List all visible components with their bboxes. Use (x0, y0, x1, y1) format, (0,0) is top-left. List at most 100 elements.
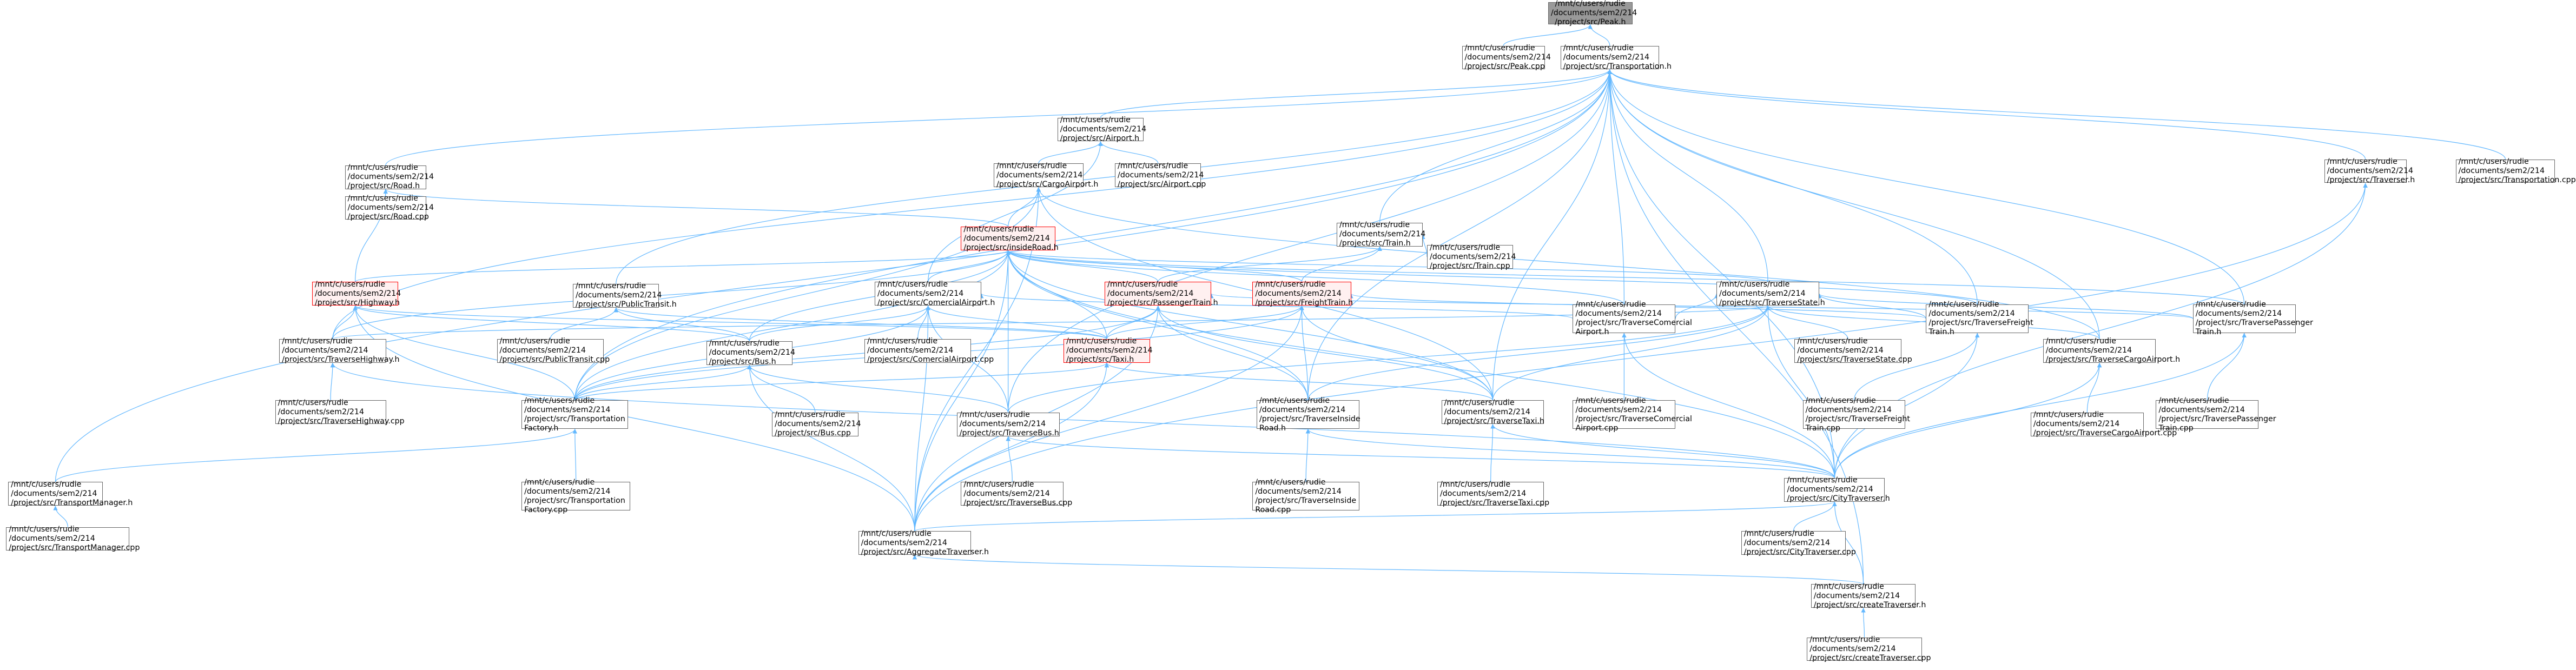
node-label-line: /project/src/TransportManager.h (11, 498, 133, 507)
node-traverser-h[interactable]: /mnt/c/users/rudie/documents/sem2/214/pr… (2324, 157, 2415, 184)
edge-aggregatetraverser_h-to-citytraverser_h (914, 501, 1837, 532)
node-publictransit-h[interactable]: /mnt/c/users/rudie/documents/sem2/214/pr… (572, 282, 677, 309)
node-traversefreighttrain-cpp[interactable]: /mnt/c/users/rudie/documents/sem2/214/pr… (1802, 396, 1910, 433)
node-traverseinsideroad-cpp[interactable]: /mnt/c/users/rudie/documents/sem2/214/pr… (1252, 478, 1359, 514)
node-transportmanager-h[interactable]: /mnt/c/users/rudie/documents/sem2/214/pr… (8, 480, 133, 507)
edge-citytraverser_h-to-traversecargoairport_h (1834, 362, 2102, 478)
edge-traversecomercialairport_h-to-traversestate_h (1675, 294, 1719, 319)
node-label-line: /mnt/c/users/rudie (11, 480, 82, 489)
node-transportationfactory-h[interactable]: /mnt/c/users/rudie/documents/sem2/214/pr… (521, 396, 629, 433)
node-freighttrain-h[interactable]: /mnt/c/users/rudie/documents/sem2/214/pr… (1252, 280, 1353, 307)
node-aggregatetraverser-h[interactable]: /mnt/c/users/rudie/documents/sem2/214/pr… (858, 529, 989, 556)
node-bus-h[interactable]: /mnt/c/users/rudie/documents/sem2/214/pr… (706, 339, 795, 367)
node-label-line: /documents/sem2/214 (1550, 9, 1637, 18)
node-label-line: /documents/sem2/214 (1805, 405, 1892, 414)
node-citytraverser-cpp[interactable]: /mnt/c/users/rudie/documents/sem2/214/pr… (1741, 529, 1856, 556)
node-citytraverser-h[interactable]: /mnt/c/users/rudie/documents/sem2/214/pr… (1784, 476, 1890, 503)
node-label-line: /mnt/c/users/rudie (499, 337, 570, 346)
node-label-line: /project/src/Bus.h (709, 357, 776, 367)
node-label-line: /project/src/CargoAirport.h (996, 180, 1099, 189)
node-label-line: /documents/sem2/214 (524, 405, 611, 414)
node-cargoairport-h[interactable]: /mnt/c/users/rudie/documents/sem2/214/pr… (994, 162, 1099, 189)
node-traversetaxi-h[interactable]: /mnt/c/users/rudie/documents/sem2/214/pr… (1441, 399, 1544, 426)
node-road-cpp[interactable]: /mnt/c/users/rudie/documents/sem2/214/pr… (345, 194, 434, 221)
node-train-cpp[interactable]: /mnt/c/users/rudie/documents/sem2/214/pr… (1426, 243, 1516, 270)
node-traversestate-cpp[interactable]: /mnt/c/users/rudie/documents/sem2/214/pr… (1794, 337, 1912, 364)
node-createtraverser-h[interactable]: /mnt/c/users/rudie/documents/sem2/214/pr… (1811, 582, 1926, 609)
node-label-line: /mnt/c/users/rudie (1928, 300, 1999, 309)
node-label-line: /project/src/TraversePassenger (2158, 414, 2276, 423)
edge-traversefreighttrain_cpp-to-traversefreighttrain_h (1853, 333, 1980, 401)
node-insideroad-h[interactable]: /mnt/c/users/rudie/documents/sem2/214/pr… (961, 225, 1059, 252)
node-label-line: /project/src/TransportManager.cpp (9, 543, 140, 552)
edge-citytraverser_h-to-traversehighway_h (330, 362, 1835, 478)
node-traversehighway-cpp[interactable]: /mnt/c/users/rudie/documents/sem2/214/pr… (275, 398, 405, 426)
node-passengertrain-h[interactable]: /mnt/c/users/rudie/documents/sem2/214/pr… (1105, 280, 1218, 307)
node-airport-h[interactable]: /mnt/c/users/rudie/documents/sem2/214/pr… (1057, 116, 1146, 143)
node-traversecomercialairport-h[interactable]: /mnt/c/users/rudie/documents/sem2/214/pr… (1573, 300, 1692, 336)
node-comercialairport-cpp[interactable]: /mnt/c/users/rudie/documents/sem2/214/pr… (864, 337, 994, 364)
node-createtraverser-cpp[interactable]: /mnt/c/users/rudie/documents/sem2/214/pr… (1807, 635, 1931, 662)
node-label-line: /documents/sem2/214 (1429, 252, 1516, 261)
node-label-line: /project/src/createTraverser.h (1813, 600, 1926, 609)
node-traversehighway-h[interactable]: /mnt/c/users/rudie/documents/sem2/214/pr… (279, 337, 400, 364)
node-label-line: /project/src/CityTraverser.cpp (1743, 547, 1856, 556)
node-label-line: /mnt/c/users/rudie (867, 337, 938, 346)
node-label-line: /mnt/c/users/rudie (2033, 410, 2104, 420)
edge-freighttrain_h-to-train_h (1301, 246, 1382, 282)
edge-traversehighway_h-to-insideroad_h (332, 250, 1010, 340)
edge-traversebus_h-to-bus_h (747, 364, 1009, 413)
node-label-line: /project/src/ComercialAirport.h (877, 298, 995, 307)
node-label-line: /documents/sem2/214 (575, 291, 662, 300)
node-peak-cpp[interactable]: /mnt/c/users/rudie/documents/sem2/214/pr… (1462, 44, 1551, 71)
node-label-line: Factory.h (524, 423, 559, 433)
node-traversepassengertrain-h[interactable]: /mnt/c/users/rudie/documents/sem2/214/pr… (2192, 300, 2313, 336)
node-label-line: /project/src/TraverseCargoAirport.cpp (2033, 429, 2177, 438)
node-peak-h[interactable]: /mnt/c/users/rudie/documents/sem2/214/pr… (1548, 0, 1637, 26)
node-label-line: /project/src/TraverseCargoAirport.h (2045, 355, 2181, 364)
node-label-line: Train.cpp (2158, 423, 2194, 433)
node-traversebus-h[interactable]: /mnt/c/users/rudie/documents/sem2/214/pr… (956, 410, 1060, 437)
node-publictransit-cpp[interactable]: /mnt/c/users/rudie/documents/sem2/214/pr… (497, 337, 610, 364)
node-label-line: /mnt/c/users/rudie (1787, 476, 1858, 485)
node-traversecargoairport-h[interactable]: /mnt/c/users/rudie/documents/sem2/214/pr… (2043, 337, 2181, 364)
node-label-line: /documents/sem2/214 (282, 346, 368, 355)
node-label-line: /mnt/c/users/rudie (2158, 396, 2229, 405)
node-label-line: /documents/sem2/214 (963, 234, 1050, 243)
edge-traversecargoairport_h-to-cargoairport_h (1036, 187, 2100, 340)
node-traversetaxi-cpp[interactable]: /mnt/c/users/rudie/documents/sem2/214/pr… (1437, 480, 1549, 507)
node-transportmanager-cpp[interactable]: /mnt/c/users/rudie/documents/sem2/214/pr… (6, 525, 140, 552)
node-transportation-h[interactable]: /mnt/c/users/rudie/documents/sem2/214/pr… (1560, 44, 1672, 71)
node-label-line: Train.h (1928, 328, 1954, 337)
edge-taxi_h-to-publictransit_h (613, 307, 1107, 340)
node-label-line: /mnt/c/users/rudie (278, 398, 348, 407)
edge-citytraverser_h-to-transportation_h (1607, 69, 1835, 478)
node-bus-cpp[interactable]: /mnt/c/users/rudie/documents/sem2/214/pr… (772, 410, 861, 437)
node-traversecomercialairport-cpp[interactable]: /mnt/c/users/rudie/documents/sem2/214/pr… (1573, 396, 1692, 433)
node-label-line: /documents/sem2/214 (1928, 309, 2015, 319)
node-transportationfactory-cpp[interactable]: /mnt/c/users/rudie/documents/sem2/214/pr… (521, 478, 631, 514)
node-label-line: /mnt/c/users/rudie (1575, 300, 1646, 309)
node-traverseinsideroad-h[interactable]: /mnt/c/users/rudie/documents/sem2/214/pr… (1256, 396, 1360, 433)
node-label-line: /mnt/c/users/rudie (524, 396, 595, 405)
edge-traverseinsideroad_h-to-transportation_h (1307, 69, 1612, 401)
node-traversecargoairport-cpp[interactable]: /mnt/c/users/rudie/documents/sem2/214/pr… (2030, 410, 2177, 438)
node-transportation-cpp[interactable]: /mnt/c/users/rudie/documents/sem2/214/pr… (2455, 157, 2576, 184)
node-airport-cpp[interactable]: /mnt/c/users/rudie/documents/sem2/214/pr… (1115, 162, 1206, 189)
edge-bus_h-to-publictransit_h (613, 307, 750, 341)
edge-taxi_h-to-freighttrain_h (1106, 305, 1304, 340)
node-highway-h[interactable]: /mnt/c/users/rudie/documents/sem2/214/pr… (312, 280, 401, 307)
node-road-h[interactable]: /mnt/c/users/rudie/documents/sem2/214/pr… (345, 163, 434, 190)
node-taxi-h[interactable]: /mnt/c/users/rudie/documents/sem2/214/pr… (1064, 337, 1153, 364)
node-comercialairport-h[interactable]: /mnt/c/users/rudie/documents/sem2/214/pr… (874, 280, 995, 307)
node-traversefreighttrain-h[interactable]: /mnt/c/users/rudie/documents/sem2/214/pr… (1926, 300, 2033, 336)
node-label-line: /project/src/TraverseHighway.h (282, 355, 400, 364)
node-traversepassengertrain-cpp[interactable]: /mnt/c/users/rudie/documents/sem2/214/pr… (2156, 396, 2276, 433)
node-label-line: /documents/sem2/214 (1809, 644, 1896, 653)
node-label-line: /documents/sem2/214 (1255, 487, 1342, 496)
node-label-line: /project/src/Peak.cpp (1464, 62, 1545, 71)
node-traversestate-h[interactable]: /mnt/c/users/rudie/documents/sem2/214/pr… (1716, 280, 1825, 307)
node-train-h[interactable]: /mnt/c/users/rudie/documents/sem2/214/pr… (1336, 221, 1425, 248)
node-traversebus-cpp[interactable]: /mnt/c/users/rudie/documents/sem2/214/pr… (961, 480, 1072, 507)
